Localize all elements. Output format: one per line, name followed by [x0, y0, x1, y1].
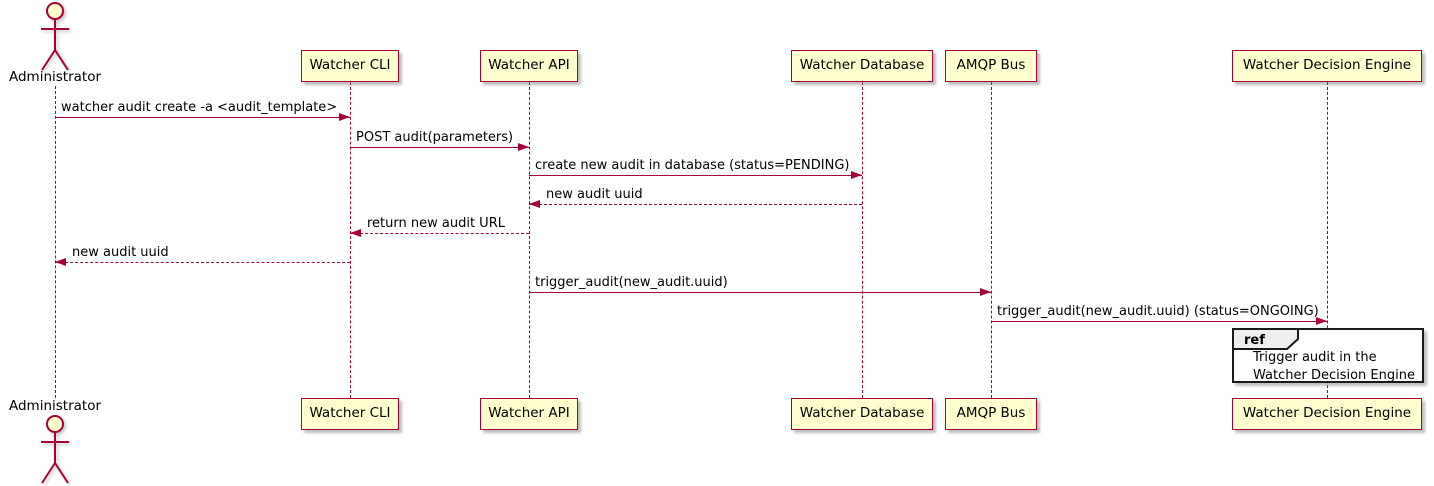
message-label-2: POST audit(parameters) [356, 130, 514, 145]
lifeline-watcher-api [528, 82, 530, 398]
arrowhead-icon [339, 113, 350, 122]
lifeline-watcher-decision-engine [1326, 82, 1328, 398]
participant-box-top-watcher-api: Watcher API [480, 50, 578, 82]
actor-label-bottom-administrator: Administrator [8, 398, 102, 414]
message-line-5 [350, 233, 529, 234]
message-label-3: create new audit in database (status=PEN… [535, 158, 850, 173]
participant-box-top-watcher-cli: Watcher CLI [301, 50, 399, 82]
message-line-4 [529, 204, 862, 205]
message-line-1 [55, 117, 350, 118]
participant-box-top-watcher-decision-engine: Watcher Decision Engine [1232, 50, 1422, 82]
lifeline-administrator [54, 86, 56, 398]
message-line-7 [529, 292, 991, 293]
message-line-8 [991, 321, 1327, 322]
participant-box-bottom-amqp-bus: AMQP Bus [945, 398, 1037, 430]
participant-box-bottom-watcher-database: Watcher Database [791, 398, 933, 430]
actor-stick-figure-icon [41, 415, 69, 484]
actor-stick-figure-icon [41, 2, 69, 71]
arrowhead-icon [980, 288, 991, 297]
arrowhead-icon [529, 200, 540, 209]
message-line-3 [529, 175, 862, 176]
arrowhead-icon [1316, 317, 1327, 326]
participant-box-bottom-watcher-api: Watcher API [480, 398, 578, 430]
message-label-8: trigger_audit(new_audit.uuid) (status=ON… [997, 304, 1319, 319]
arrowhead-icon [518, 143, 529, 152]
participant-box-bottom-watcher-decision-engine: Watcher Decision Engine [1232, 398, 1422, 430]
arrowhead-icon [55, 258, 66, 267]
message-label-6: new audit uuid [72, 245, 169, 260]
actor-label-top-administrator: Administrator [8, 69, 102, 85]
message-label-4: new audit uuid [546, 187, 643, 202]
participant-box-bottom-watcher-cli: Watcher CLI [301, 398, 399, 430]
ref-text-line: Trigger audit in the [1253, 350, 1377, 365]
lifeline-watcher-cli [349, 82, 351, 398]
message-label-7: trigger_audit(new_audit.uuid) [535, 275, 728, 290]
participant-box-top-amqp-bus: AMQP Bus [945, 50, 1037, 82]
arrowhead-icon [851, 171, 862, 180]
ref-tab: ref [1232, 328, 1299, 350]
ref-keyword: ref [1244, 333, 1265, 348]
message-line-6 [55, 262, 350, 263]
arrowhead-icon [350, 229, 361, 238]
message-label-1: watcher audit create -a <audit_template> [61, 100, 338, 115]
message-line-2 [350, 147, 529, 148]
participant-box-top-watcher-database: Watcher Database [791, 50, 933, 82]
lifeline-watcher-database [861, 82, 863, 398]
message-label-5: return new audit URL [367, 216, 505, 231]
lifeline-amqp-bus [990, 82, 992, 398]
ref-text-line: Watcher Decision Engine [1253, 368, 1415, 383]
